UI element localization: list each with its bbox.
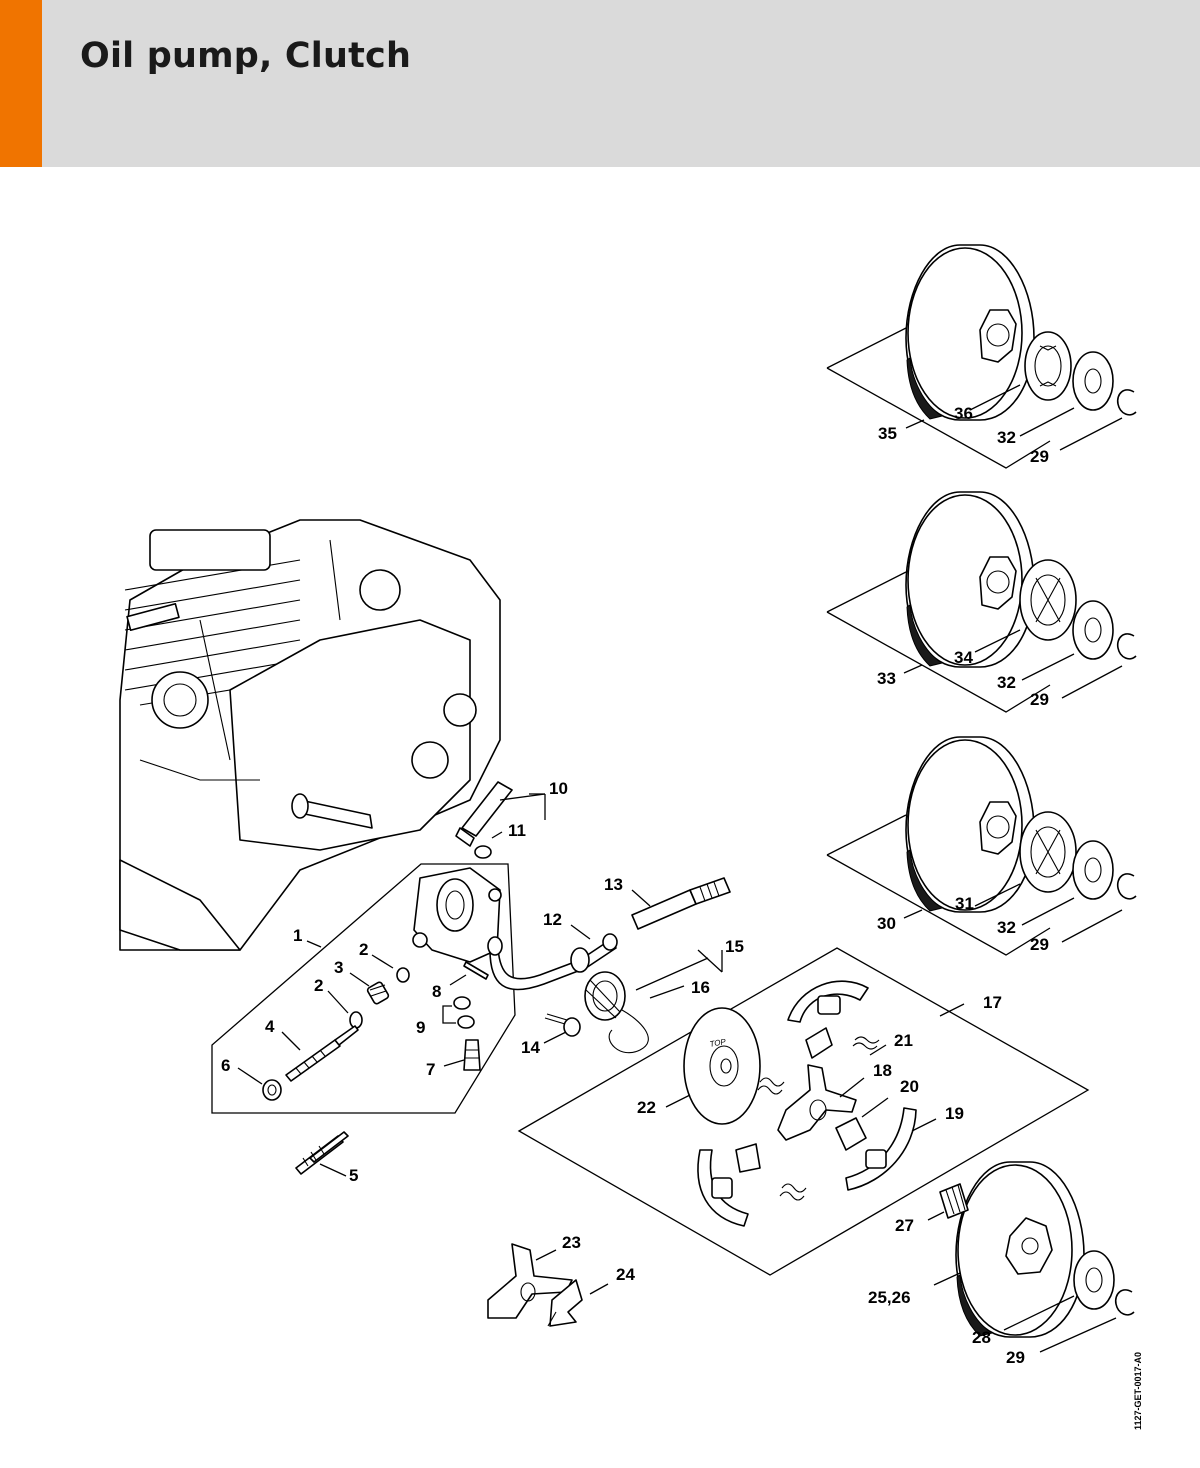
callout-29: 29	[1030, 935, 1049, 954]
callout-9: 9	[416, 1018, 425, 1037]
callout-6: 6	[221, 1056, 230, 1075]
clutch-carrier-spare	[487, 1243, 573, 1319]
callout-15: 15	[725, 937, 744, 956]
valve	[463, 1039, 481, 1071]
bracket-30	[826, 854, 1051, 956]
callout-27: 27	[895, 1216, 914, 1235]
oil-pump-group	[211, 863, 516, 1114]
clutch-group: TOP	[517, 947, 1090, 1276]
callout-24: 24	[616, 1265, 635, 1284]
callout-11: 11	[508, 821, 526, 840]
e-clip-29	[1116, 389, 1137, 416]
washer-32	[1072, 600, 1114, 660]
callout-25-26: 25,26	[868, 1288, 911, 1307]
clutch-spring	[779, 1183, 807, 1201]
seal-ring	[474, 845, 492, 859]
callout-36: 36	[954, 404, 973, 423]
callout-5: 5	[349, 1166, 358, 1185]
spindle	[295, 1131, 349, 1175]
rim-sprocket-31	[1019, 811, 1077, 893]
intake-hose	[455, 781, 513, 847]
clutch-drum-30	[905, 736, 1035, 913]
callout-16: 16	[691, 978, 710, 997]
e-clip-29	[1114, 1289, 1135, 1316]
washer	[396, 967, 410, 983]
callout-12: 12	[543, 910, 562, 929]
clutch-cover	[835, 1117, 867, 1151]
callout-23: 23	[562, 1233, 581, 1252]
drawing-code: 1127-GET-0017-A0	[1133, 1352, 1143, 1430]
o-ring	[453, 996, 471, 1010]
clutch-shoe-left	[697, 1143, 761, 1227]
header-bar: Oil pump, Clutch	[0, 0, 1200, 167]
callout-18: 18	[873, 1061, 892, 1080]
callout-2: 2	[314, 976, 323, 995]
plug	[262, 1079, 282, 1101]
adjusting-screw	[544, 1013, 581, 1037]
callout-22: 22	[637, 1098, 656, 1117]
clutch-carrier	[777, 1064, 857, 1141]
rim-sprocket-34	[1019, 559, 1077, 641]
washer-28	[1073, 1250, 1115, 1310]
accent-stripe	[0, 0, 42, 167]
callout-34: 34	[954, 648, 973, 667]
engine-block-illustration	[119, 519, 501, 951]
clutch-drum-33	[905, 491, 1035, 668]
callout-32: 32	[997, 918, 1016, 937]
callout-19: 19	[945, 1104, 964, 1123]
worm-shaft	[285, 1025, 359, 1082]
callout-8: 8	[432, 982, 441, 1001]
clutch-shoe-right	[845, 1107, 917, 1191]
callout-17: 17	[983, 993, 1002, 1012]
callout-labels: 1 2 2 3 4 5 6 7 8 9 10 11 12 13 14 15 16…	[221, 404, 1049, 1367]
callout-2: 2	[359, 940, 368, 959]
oil-filter	[631, 877, 731, 930]
callout-29: 29	[1006, 1348, 1025, 1367]
oil-hose	[487, 933, 618, 991]
callout-20: 20	[900, 1077, 919, 1096]
clutch-drum-25-26	[955, 1161, 1085, 1338]
oil-pump-body	[412, 867, 502, 963]
washer	[349, 1011, 363, 1029]
callout-3: 3	[334, 958, 343, 977]
washer-32	[1072, 840, 1114, 900]
clutch-spring	[757, 1077, 785, 1095]
bracket-33	[826, 611, 1051, 713]
leader-lines	[237, 384, 1123, 1353]
callout-33: 33	[877, 669, 896, 688]
callout-32: 32	[997, 673, 1016, 692]
callout-4: 4	[265, 1017, 275, 1036]
callout-1: 1	[293, 926, 302, 945]
callout-35: 35	[878, 424, 897, 443]
clutch-shoe-upper	[787, 980, 869, 1059]
callout-10: 10	[549, 779, 568, 798]
spur-sprocket-36	[1024, 331, 1072, 401]
callout-30: 30	[877, 914, 896, 933]
disc-marking: TOP	[709, 1037, 727, 1049]
oil-tank-cap	[584, 971, 649, 1054]
clutch-disc: TOP	[683, 1007, 761, 1125]
callout-28: 28	[972, 1328, 991, 1347]
callout-7: 7	[426, 1060, 435, 1079]
bracket-35	[826, 367, 1051, 469]
callout-21: 21	[894, 1031, 913, 1050]
callout-31: 31	[955, 894, 974, 913]
washer-32	[1072, 351, 1114, 411]
o-ring	[457, 1015, 475, 1029]
needle-cage-27	[939, 1183, 969, 1219]
clutch-shoe-spare	[547, 1279, 583, 1327]
e-clip-29	[1116, 633, 1137, 660]
clutch-spring	[852, 1036, 880, 1050]
callout-29: 29	[1030, 690, 1049, 709]
callout-29: 29	[1030, 447, 1049, 466]
spring	[366, 981, 390, 1005]
callout-13: 13	[604, 875, 623, 894]
page-title: Oil pump, Clutch	[80, 36, 412, 76]
callout-14: 14	[521, 1038, 540, 1057]
e-clip-29	[1116, 873, 1137, 900]
callout-32: 32	[997, 428, 1016, 447]
pin	[463, 961, 489, 980]
clutch-drum-35	[905, 244, 1035, 421]
